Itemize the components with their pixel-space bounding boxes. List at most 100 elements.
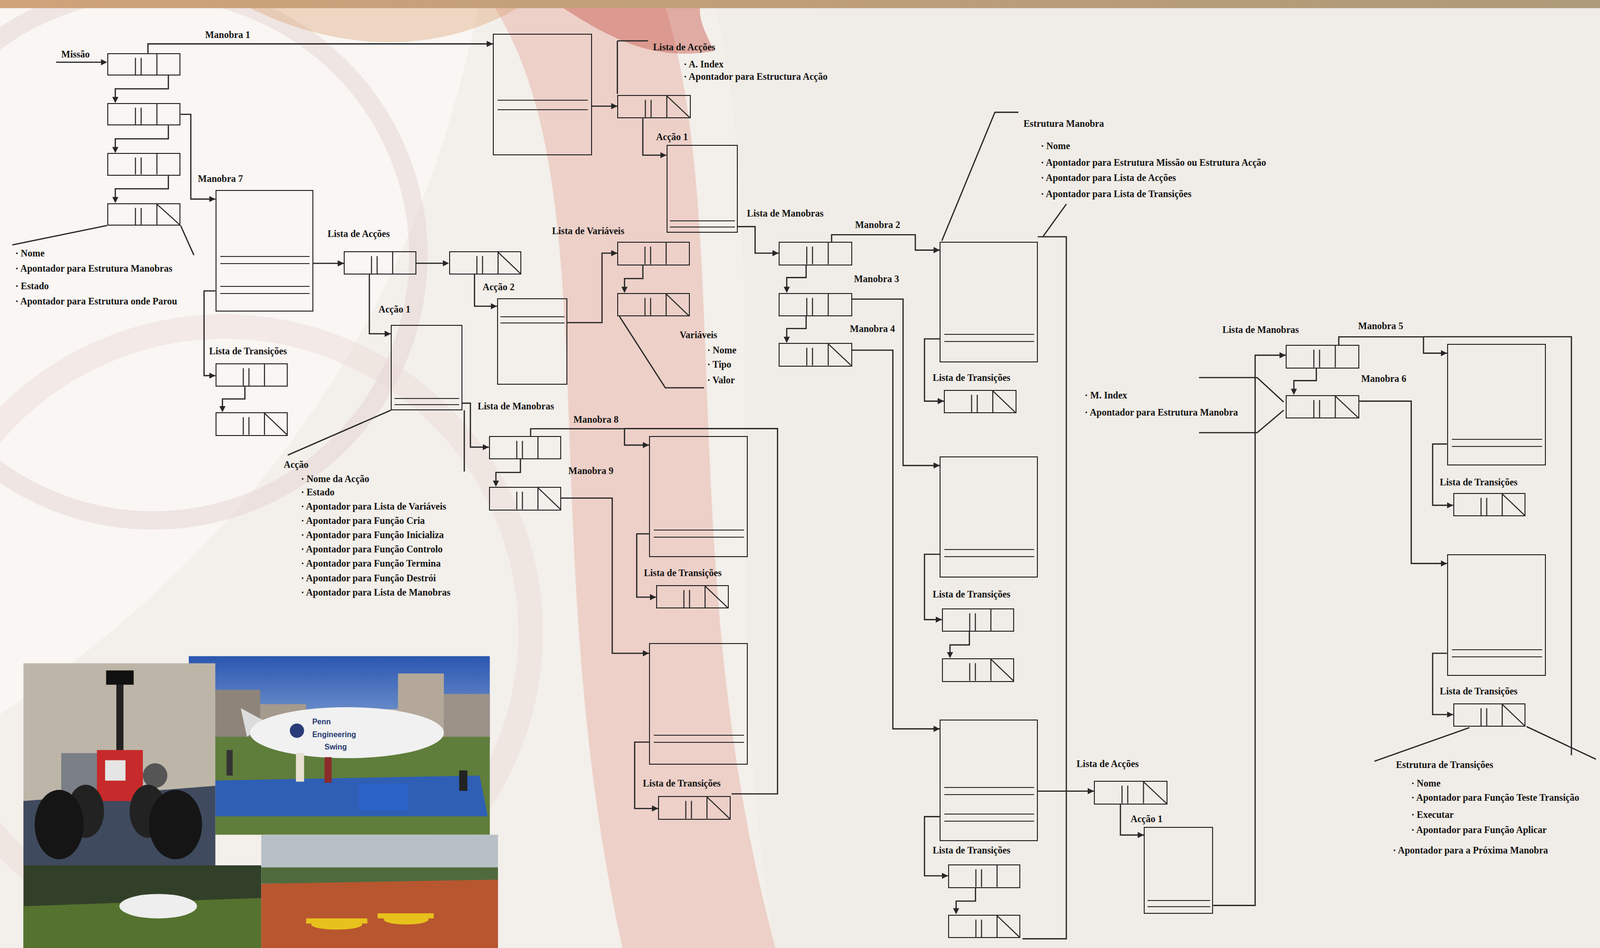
inner-field-line [1451,438,1543,440]
inner-field-line [1451,649,1543,650]
cell-divider [686,796,730,819]
list-structure: Lista de Transições [215,363,289,436]
blimp [119,893,197,919]
logo [289,723,304,738]
cell-dividers [108,54,180,75]
inner-field-line [1147,905,1211,907]
pointer-arrow [592,105,618,107]
structure-heading: Lista de Transições [1440,685,1518,697]
list-structure: Lista de Manobras [1285,344,1360,419]
field [261,879,499,948]
inner-field-line [394,404,460,405]
cell-dividers [942,658,1014,681]
structure-box: Manobra 3 [939,456,1038,578]
pointer-cell [1093,780,1168,804]
cell-dividers [618,242,689,264]
sensor [106,670,134,685]
description-text: · Apontador para Função Inicializa [301,528,444,541]
pointer-cell [656,584,729,609]
pointer-cell [449,251,522,275]
pointer-cell [617,94,691,119]
pointer-arrow [634,742,659,809]
pointer-cell [107,203,181,226]
person [295,752,304,782]
inner-field-line [394,397,460,399]
blimp [250,706,444,758]
cell-dividers [618,293,689,316]
wall [23,663,216,866]
faint-swirl [0,0,419,521]
inner-field-line [944,786,1034,788]
pointer-cell [1453,703,1526,727]
description-text: · Executar [1411,808,1454,820]
cell-divider [645,293,689,316]
structure-heading: Lista de Variáveis [552,225,625,237]
cell-divider [683,585,728,608]
building [443,693,490,741]
inner-field-line [944,340,1034,342]
pointer-arrow [636,533,657,597]
structure-heading: Lista de Acções [652,41,716,53]
description-text: Variáveis [679,329,717,341]
structure-box: Manobra 2 [939,241,1038,363]
cell-divider [135,153,157,175]
cell-dividers [944,390,1016,413]
cell-dividers [779,242,852,264]
structure-heading: Manobra 3 [854,272,900,285]
description-text: · Apontador para Função Teste Transição [1411,791,1580,803]
description-text: · Estado [15,280,49,292]
pointer-arrow [1213,355,1286,906]
pointer-arrow [1432,443,1454,506]
cell-dividers [658,796,730,819]
structure-box: Manobra 4 [939,719,1038,841]
pointer-arrow [1037,790,1094,792]
description-text: · Valor [706,374,735,386]
cell-dividers [657,585,728,608]
cell-divider [975,915,1020,937]
pointer-cell [943,389,1017,414]
description-text: · Apontador para a Próxima Manobra [1392,844,1549,856]
cell-divider [1480,704,1525,726]
cell-divider [971,390,1016,413]
inner-field-line [497,99,588,101]
description-text: · Apontador para Função Controlo [301,543,443,555]
pointer-cell [1285,344,1360,368]
structure-heading: Lista de Transições [932,844,1011,856]
cell-dividers [949,915,1020,937]
inner-field-line [653,741,744,743]
description-text: · Nome da Acção [301,472,370,485]
pointer-cell [658,795,731,819]
list-structure: Missão [107,53,181,226]
inner-field-line [1451,445,1543,447]
list-structure: Lista de Acções [1093,780,1168,804]
cell-divider [806,293,829,316]
inner-field-line [500,316,565,318]
pointer-cell [343,251,417,275]
cell-dividers [216,413,288,435]
cell-divider [243,364,265,386]
airfield-photo [261,834,499,948]
cell-dividers [1094,781,1167,803]
list-structure: Lista de Transições [1453,703,1526,727]
inner-field-line [220,255,310,257]
description-text: Estrutura de Transições [1395,758,1494,771]
cell-divider [371,252,394,274]
cell-divider [516,436,538,459]
wheel [34,789,84,859]
pointer-arrow [737,226,779,254]
pointer-cell [941,608,1015,632]
inner-field-line [944,548,1034,550]
photo-text: Swing [324,742,348,752]
description-text: · Apontador para Lista de Variáveis [301,500,447,512]
pointer-cell [778,342,853,367]
person [324,756,332,783]
photo-text: Engineering [312,730,357,739]
cart [359,783,409,810]
pointer-cell [107,103,181,126]
pointer-heads [101,59,1298,914]
structure-heading: Acção 1 [1130,812,1163,825]
